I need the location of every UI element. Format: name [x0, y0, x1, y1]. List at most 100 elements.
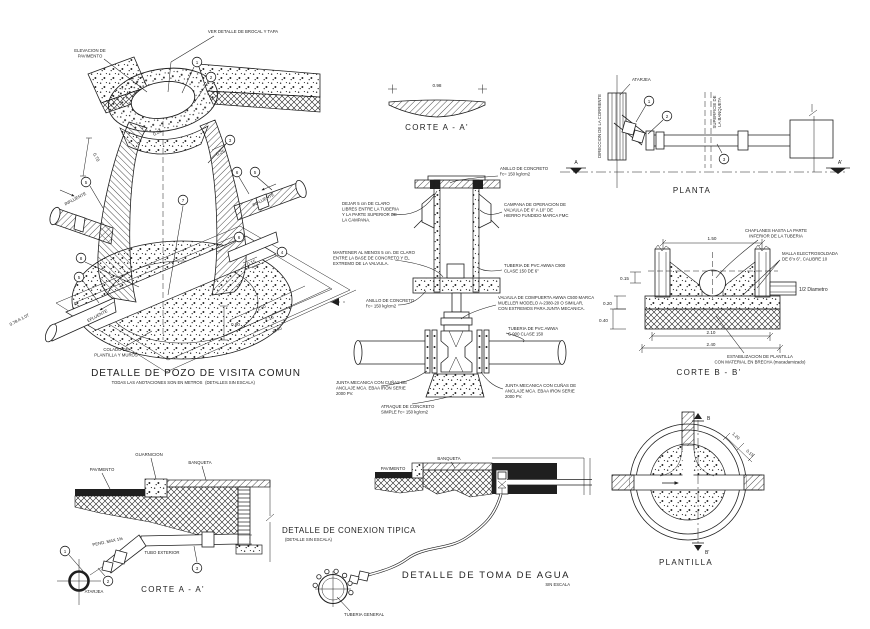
dim-b-150: 1.50 — [708, 236, 717, 241]
dim-0-15: 0.15 — [246, 258, 257, 266]
base-slab — [644, 295, 781, 310]
label-campana-1: CAMPANA DE OPERACION DE — [504, 202, 566, 207]
iso-title: DETALLE DE POZO DE VISITA COMUN — [91, 368, 301, 379]
marker-b: B — [707, 416, 711, 422]
conexion-title: DETALLE DE CONEXION TIPICA — [282, 526, 416, 535]
label-direccion-corriente: DIRECCION DE LA CORRIENTE — [597, 94, 602, 158]
label-pavimento-2: PAVIMENTO — [381, 466, 406, 471]
concrete-thrust-block — [425, 373, 485, 398]
brocal-ring — [108, 67, 218, 133]
label-atarjea-corte: ATARJEA — [85, 589, 104, 594]
corporation-stop — [497, 471, 507, 480]
connection-box — [789, 119, 834, 159]
plantilla-view: B B' 1.20 0.15 PLANTILLA — [611, 411, 765, 567]
manhole-wall-left — [97, 121, 148, 303]
campana-bracket-right — [478, 193, 492, 229]
label-junta-izq-2: ANCLAJE MCA. EBAA IRON SERIE — [336, 386, 406, 391]
pipe-right — [489, 340, 562, 365]
label-campana-3: HIERRO FUNDIDO MARCA FMC — [504, 213, 568, 218]
dim-0-90: 0.90 — [231, 322, 240, 327]
stabilized-base — [644, 308, 781, 330]
balloon-1: 1 — [196, 60, 199, 65]
label-pavimento: PAVIMENTO — [90, 467, 115, 472]
label-estabilizacion-2: CON MATERIAL EN BRECHA (macadamizado) — [715, 360, 807, 365]
label-malla-2: DE 6"x 6", CALIBRE 10 — [782, 257, 828, 262]
toma-subtitle: SIN ESCALA — [545, 582, 570, 587]
label-colado-1: COLADO DE — [103, 347, 128, 352]
label-chaflanes-2: INFERIOR DE LA TUBERIA — [749, 234, 803, 239]
label-dejar-4: LA CAMPANA. — [342, 218, 370, 223]
label-junta-der-1: JUNTA MECANICA CON CUÑAS DE — [505, 383, 576, 388]
label-pendiente: PEND. MAX 1% — [92, 536, 124, 547]
iso-note-units: TODAS LAS ANOTACIONES SON EN METROS — [112, 380, 203, 385]
chaflan-left — [669, 261, 703, 297]
balloon-8: 8 — [80, 256, 83, 261]
label-superficie-2: LA BANQUETA — [717, 97, 722, 127]
flange-bolts — [426, 335, 488, 369]
label-junta-izq-1: JUNTA MECANICA CON CUÑAS DE — [336, 380, 407, 385]
iso-balloons: 1 2 3 6 5 5 7 8 6 4 5 — [73, 56, 288, 283]
label-medio-diametro: 1/2 Diametro — [799, 287, 828, 293]
riser-wall-right — [472, 179, 480, 293]
pipe-stub-left — [611, 474, 635, 491]
label-tubo-exterior: TUBO EXTERIOR — [144, 550, 179, 555]
label-elevacion-2: PAVIMENTO — [78, 54, 103, 59]
iso-note-scale: (DETALLES SIN ESCALA) — [205, 380, 255, 385]
dim-0-25: 0.25 — [215, 148, 226, 156]
planta-balloon-3: 3 — [723, 157, 726, 162]
riser-wall-left — [433, 179, 441, 293]
label-anillo-inf-2: f'c= 150 kg/cm2 — [366, 304, 397, 309]
exterior-pipe — [140, 533, 239, 547]
water-intake-view: PAVIMENTO BANQUETA DETALLE DE CONEXION T… — [282, 456, 592, 617]
label-tubo-pvc-1: TUBERIA DE PVC AWWA C900 — [504, 263, 566, 268]
label-dejar-3: Y LA PARTE SUPERIOR DE — [342, 212, 397, 217]
pavement-strip-2 — [375, 472, 412, 478]
corte-a-balloon-1: 1 — [64, 549, 67, 554]
marker-a: A — [574, 160, 578, 166]
label-ver-detalle-brocal: VER DETALLE DE BROCAL Y TAPA — [208, 29, 278, 34]
planta-balloon-2: 2 — [666, 114, 669, 119]
wall-post-left — [654, 248, 671, 298]
corte-a-inferior-view: 1 2 3 PAVIMENTO GUARNICION BANQUETA PEND… — [57, 452, 275, 605]
dim-1-50: 1.50 — [256, 303, 267, 311]
label-estabilizacion-1: ESTABILIZACION DE PLANTILLA — [727, 354, 793, 359]
pipe-left — [358, 340, 425, 365]
planta-balloon-1: 1 — [648, 99, 651, 104]
corte-a-superior-view: 0.98 CORTE A - A' — [388, 83, 487, 132]
dim-b-040: 0.40 — [599, 318, 608, 323]
dim-b-020: 0.20 — [603, 301, 612, 306]
label-dejar-2: LIBRES ENTRE LA TUBERIA — [342, 207, 399, 212]
label-elevacion-1: ELEVACION DE — [74, 48, 106, 53]
label-superficie-1: SUPERFICIE DE — [712, 95, 717, 128]
balloon-4: 4 — [281, 250, 284, 255]
label-anillo-inf-1: ANILLO DE CONCRETO — [366, 298, 415, 303]
gate-valve-body — [440, 330, 473, 373]
marker-a-prima: A' — [838, 160, 842, 166]
label-junta-der-2: ANCLAJE MCA. EBAA IRON SERIE — [505, 389, 575, 394]
planta-view: 1 2 3 ATARJEA DIRECCION DE LA CORRIENTE … — [560, 75, 850, 195]
wall-post-right — [754, 248, 771, 298]
label-atraque-1: ATRAQUE DE CONCRETO — [381, 404, 435, 409]
corte-a-balloon-3: 3 — [196, 566, 199, 571]
saddle-clamp — [312, 568, 354, 596]
dim-2-10: 2.10 — [264, 314, 275, 322]
label-valvula-1: VALVULA DE COMPUERTA AWWA C500 MARCA — [498, 295, 594, 300]
label-junta-der-3: 2000 PV. — [505, 394, 522, 399]
balloon-6: 6 — [236, 170, 239, 175]
curb-block — [144, 478, 168, 498]
dim-b-015: 0.15 — [620, 276, 629, 281]
dim-b-240: 2.40 — [707, 342, 716, 347]
balloon-3: 3 — [229, 138, 232, 143]
label-anillo-sup-2: f'c= 150 kg/cm2 — [500, 172, 531, 177]
label-malla-1: MALLA ELECTROSOLDADA — [782, 251, 838, 256]
label-tuberia-general: TUBERIA GENERAL — [344, 612, 385, 617]
marker-b-prima: B' — [705, 550, 709, 556]
conexion-subtitle: (DETALLE SIN ESCALA) — [285, 537, 333, 542]
sidewalk-slab — [166, 479, 271, 488]
label-anillo-sup-1: ANILLO DE CONCRETO — [500, 166, 549, 171]
dim-0-20: 0.20 — [152, 128, 163, 136]
chaflan-right — [722, 261, 756, 297]
label-campana-2: VALVULA DE 6" A 10" DE — [504, 208, 553, 213]
